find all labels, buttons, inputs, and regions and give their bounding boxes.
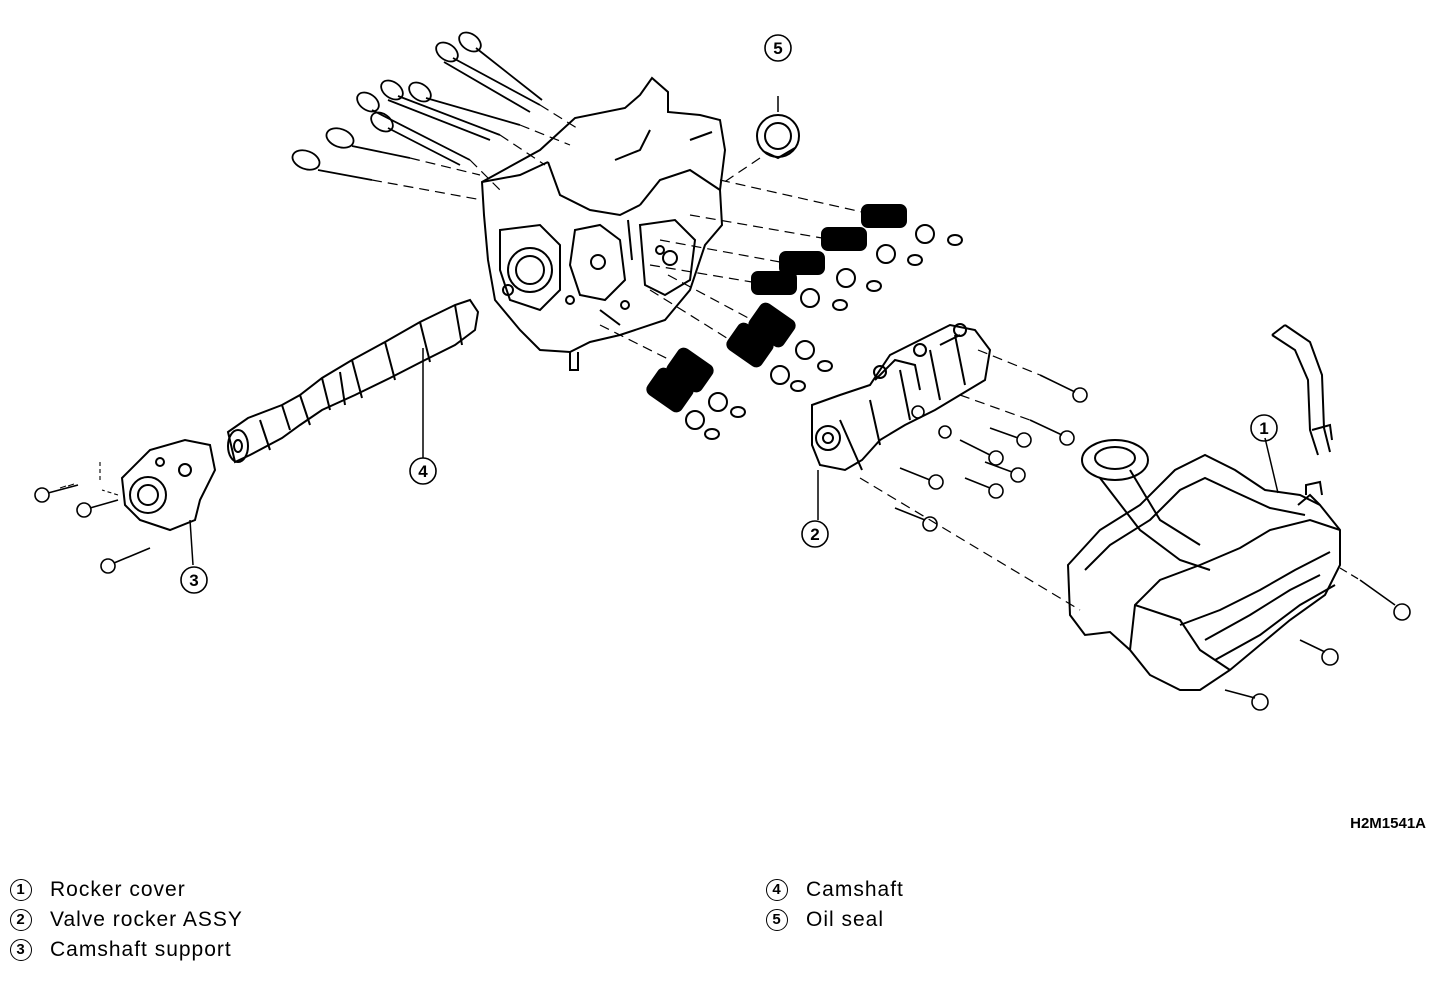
valve-rocker-assy — [811, 323, 992, 520]
spring-set-8 — [646, 367, 720, 440]
legend-item: 3 Camshaft support — [10, 935, 243, 965]
rocker-bolts — [894, 374, 1088, 532]
legend-label: Camshaft — [806, 878, 904, 901]
legend-item: 2 Valve rocker ASSY — [10, 905, 243, 935]
exploded-view-diagram: 1 2 3 4 5 — [34, 31, 1411, 711]
breather-hose — [1271, 324, 1333, 456]
legend-item: 4 Camshaft — [766, 875, 904, 905]
callout-3: 3 — [180, 566, 208, 594]
rocker-guide-lines — [859, 349, 1081, 611]
svg-text:2: 2 — [810, 525, 819, 544]
spring-set-4 — [751, 271, 848, 311]
cover-leader — [1264, 437, 1361, 581]
camshaft-support — [120, 438, 217, 566]
legend-number: 2 — [10, 909, 32, 931]
svg-text:3: 3 — [189, 571, 198, 590]
spring-set-6 — [726, 322, 806, 392]
callout-1: 1 — [1250, 414, 1278, 442]
callout-2: 2 — [801, 520, 829, 548]
legend-number: 5 — [766, 909, 788, 931]
svg-text:1: 1 — [1259, 419, 1268, 438]
spring-guide-lines — [599, 179, 863, 361]
legend-right: 4 Camshaft 5 Oil seal — [766, 875, 904, 935]
cover-bolts — [1224, 579, 1411, 711]
callout-4: 4 — [409, 457, 437, 485]
support-bolts — [34, 462, 151, 574]
legend-left: 1 Rocker cover 2 Valve rocker ASSY 3 Cam… — [10, 875, 243, 965]
legend-label: Rocker cover — [50, 878, 186, 901]
camshaft — [226, 298, 480, 464]
spring-set-2 — [821, 227, 923, 266]
valve-springs — [646, 204, 963, 440]
legend-label: Oil seal — [806, 908, 885, 931]
cylinder-head — [480, 76, 727, 371]
svg-text:4: 4 — [418, 462, 428, 481]
valve-guide-lines — [371, 104, 581, 201]
legend-number: 1 — [10, 879, 32, 901]
legend-label: Valve rocker ASSY — [50, 908, 243, 931]
legend-item: 1 Rocker cover — [10, 875, 243, 905]
callout-5: 5 — [764, 34, 792, 62]
oil-seal — [719, 96, 800, 186]
legend-number: 3 — [10, 939, 32, 961]
rocker-cover — [1066, 439, 1341, 691]
spring-set-3 — [779, 251, 882, 292]
legend-number: 4 — [766, 879, 788, 901]
legend-label: Camshaft support — [50, 938, 232, 961]
figure-code: H2M1541A — [1350, 815, 1426, 832]
svg-text:5: 5 — [773, 39, 782, 58]
valves — [291, 31, 543, 181]
spring-set-1 — [861, 204, 963, 246]
legend-item: 5 Oil seal — [766, 905, 904, 935]
spring-set-7 — [666, 347, 746, 418]
